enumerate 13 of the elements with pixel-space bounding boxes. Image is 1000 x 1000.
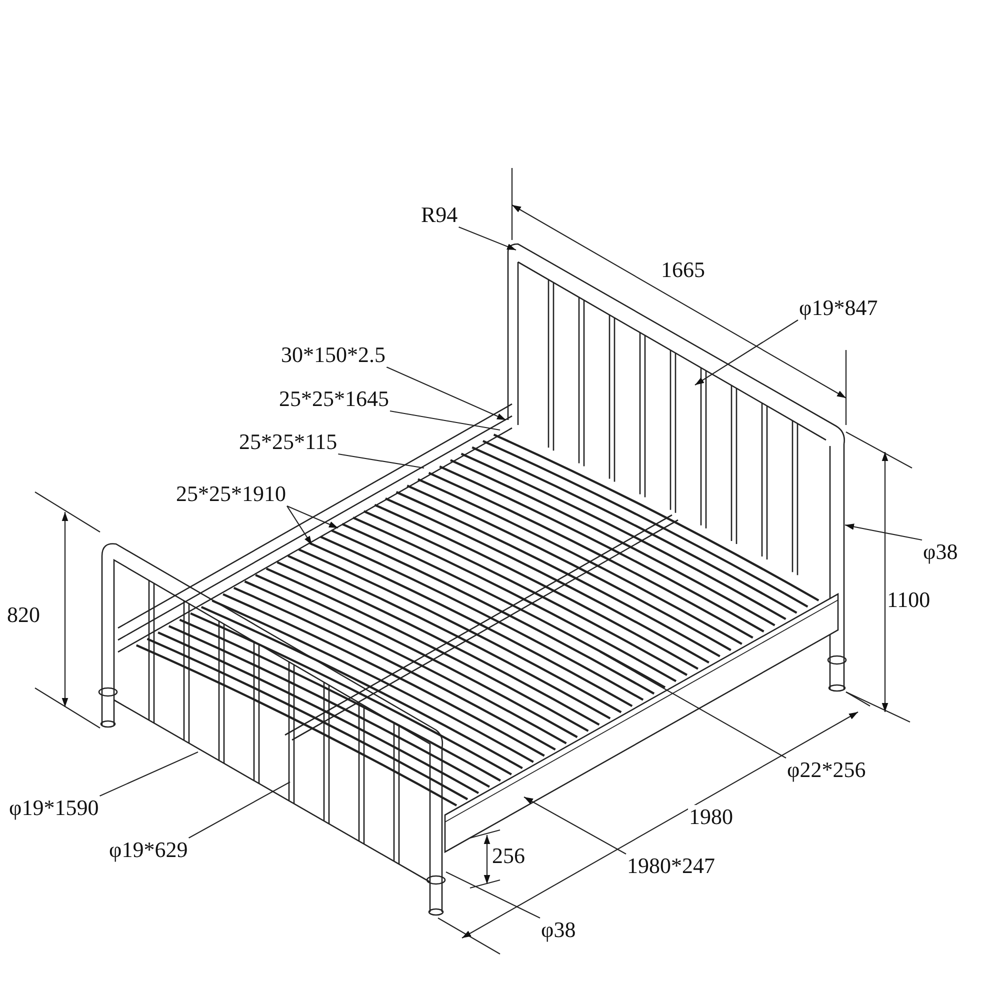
leader-line xyxy=(286,506,312,546)
leader-line xyxy=(286,506,338,528)
leader-line xyxy=(844,524,922,541)
leader-line xyxy=(188,782,290,838)
leader-line xyxy=(446,872,540,918)
leader-line xyxy=(458,226,516,251)
leader-line xyxy=(386,366,506,420)
leader-line xyxy=(600,652,786,758)
leader-line xyxy=(524,796,626,854)
leader-line xyxy=(99,752,198,796)
leader-line xyxy=(694,320,798,386)
leader-line xyxy=(390,410,500,431)
leader-line xyxy=(338,453,424,469)
